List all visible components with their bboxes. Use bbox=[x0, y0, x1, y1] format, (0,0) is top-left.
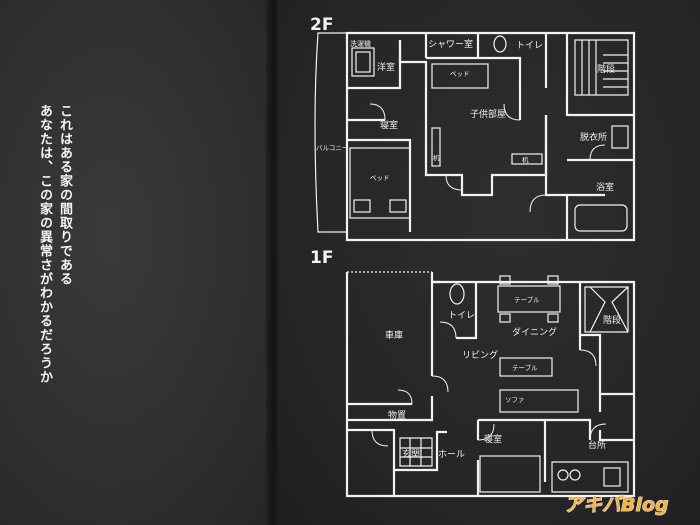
label-shower-room: シャワー室 bbox=[428, 38, 473, 50]
desk-icon-2 bbox=[511, 153, 543, 165]
floor-2-plan: 2F bbox=[310, 15, 636, 242]
label-stairs-1f: 階段 bbox=[603, 314, 621, 326]
book-gutter bbox=[266, 0, 280, 525]
washer-icon bbox=[351, 47, 375, 77]
toilet-icon bbox=[493, 35, 507, 53]
label-toilet-1f: トイレ bbox=[448, 311, 475, 321]
caption-line-2: あなたは、この家の異常さがわかるだろうか bbox=[37, 104, 52, 384]
kitchen-counter-icon bbox=[551, 461, 629, 493]
toilet-1f-icon bbox=[449, 283, 465, 305]
left-page bbox=[0, 0, 272, 525]
dining-table-icon bbox=[497, 285, 561, 313]
label-toilet-2f: トイレ bbox=[516, 41, 543, 51]
label-bedroom-1f: 寝室 bbox=[484, 433, 502, 445]
floor-1-plan: 1F bbox=[310, 248, 636, 498]
balcony-outline bbox=[314, 32, 347, 233]
label-bed-bottom: ベッド bbox=[370, 174, 390, 182]
label-balcony: バルコニー bbox=[316, 144, 348, 152]
stairs-2f-icon bbox=[574, 39, 629, 96]
watermark-text: アキバBlog bbox=[564, 494, 669, 516]
watermark-logo: アキバBlog bbox=[564, 494, 669, 517]
label-western-room: 洋室 bbox=[377, 61, 395, 73]
entrance-floor-icon bbox=[399, 437, 433, 467]
label-kitchen: 台所 bbox=[588, 439, 606, 451]
label-hall: ホール bbox=[438, 449, 465, 460]
label-changing-room: 脱衣所 bbox=[580, 131, 607, 143]
floor-2-label: 2F bbox=[310, 15, 333, 35]
label-desk-1: 机 bbox=[433, 153, 440, 162]
floor-1-label: 1F bbox=[310, 248, 333, 268]
label-entrance: 玄関 bbox=[402, 448, 420, 460]
caption-line-1: これはある家の間取りである bbox=[57, 104, 72, 286]
label-garage: 車庫 bbox=[385, 329, 403, 341]
sink-icon bbox=[611, 125, 629, 149]
label-living: リビング bbox=[462, 349, 498, 361]
label-kids-room: 子供部屋 bbox=[470, 108, 506, 120]
label-storage: 洗濯機 bbox=[350, 39, 371, 48]
label-bed-top: ベッド bbox=[450, 70, 470, 78]
sofa-icon bbox=[499, 389, 579, 413]
desk-icon bbox=[431, 127, 441, 167]
bed-icon-2 bbox=[349, 147, 411, 219]
living-table-icon bbox=[499, 357, 553, 377]
bed-1f-icon bbox=[479, 455, 541, 493]
floor-1-outer-wall bbox=[345, 272, 636, 498]
label-sofa: ソファ bbox=[505, 396, 525, 404]
stairs-1f-icon bbox=[584, 286, 629, 333]
label-bathroom: 浴室 bbox=[596, 181, 614, 193]
label-living-table: テーブル bbox=[512, 363, 538, 372]
label-desk-2: 机 bbox=[522, 155, 529, 164]
bed-icon bbox=[431, 63, 489, 89]
label-dining-table: テーブル bbox=[514, 295, 540, 304]
label-dining: ダイニング bbox=[512, 326, 557, 338]
label-stairs-2f: 階段 bbox=[597, 63, 615, 75]
bathtub-icon bbox=[574, 204, 628, 232]
label-storeroom: 物置 bbox=[388, 409, 406, 421]
label-bedroom-2f: 寝室 bbox=[380, 119, 398, 131]
floor-2-outer-wall bbox=[345, 31, 636, 242]
